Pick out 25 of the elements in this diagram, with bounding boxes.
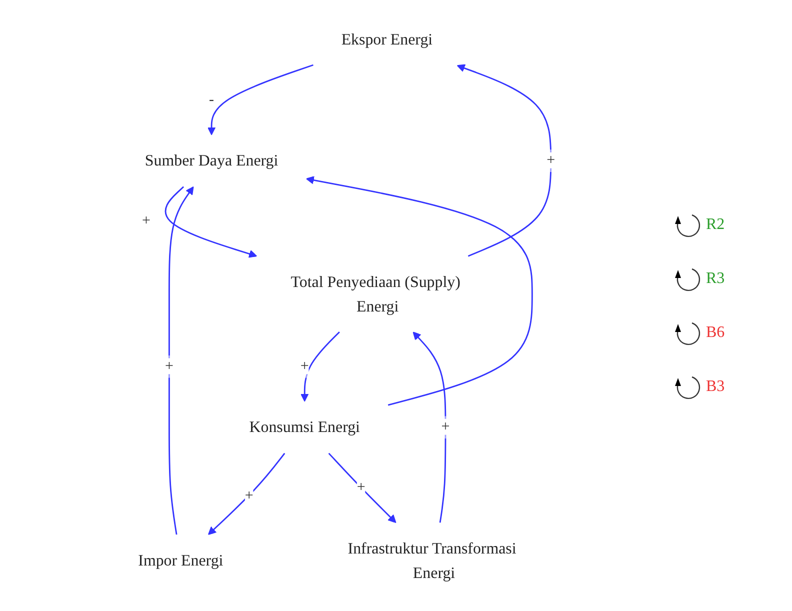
edge-label: +	[356, 479, 366, 495]
node-text: Sumber Daya Energi	[144, 151, 278, 169]
arrow	[208, 452, 286, 534]
edge-label: +	[244, 487, 254, 504]
edge-label: +	[441, 418, 450, 434]
arrow	[306, 176, 533, 406]
node-text: Impor Energi	[138, 550, 224, 569]
node-text: Konsumsi Energi	[249, 418, 360, 436]
edge-label: -	[209, 91, 214, 108]
loop-label: B3	[706, 378, 725, 396]
edge-label: +	[300, 358, 309, 374]
node-text: Total Penyediaan (Supply) Energi	[290, 272, 460, 314]
edge-label: +	[546, 152, 556, 168]
node-text: Ekspor Energi	[341, 30, 433, 48]
arrow	[328, 452, 396, 522]
arrow	[164, 186, 258, 258]
loop-label: R3	[706, 270, 725, 288]
edge-label: +	[142, 212, 151, 228]
node-text: Infrastruktur Transformasi Energi	[348, 538, 516, 581]
loop-label: R2	[706, 216, 725, 234]
arrow	[456, 64, 552, 256]
loop-label: B6	[706, 324, 725, 342]
edge-label: +	[165, 358, 174, 374]
arrow	[412, 331, 446, 522]
arrow	[168, 186, 194, 534]
